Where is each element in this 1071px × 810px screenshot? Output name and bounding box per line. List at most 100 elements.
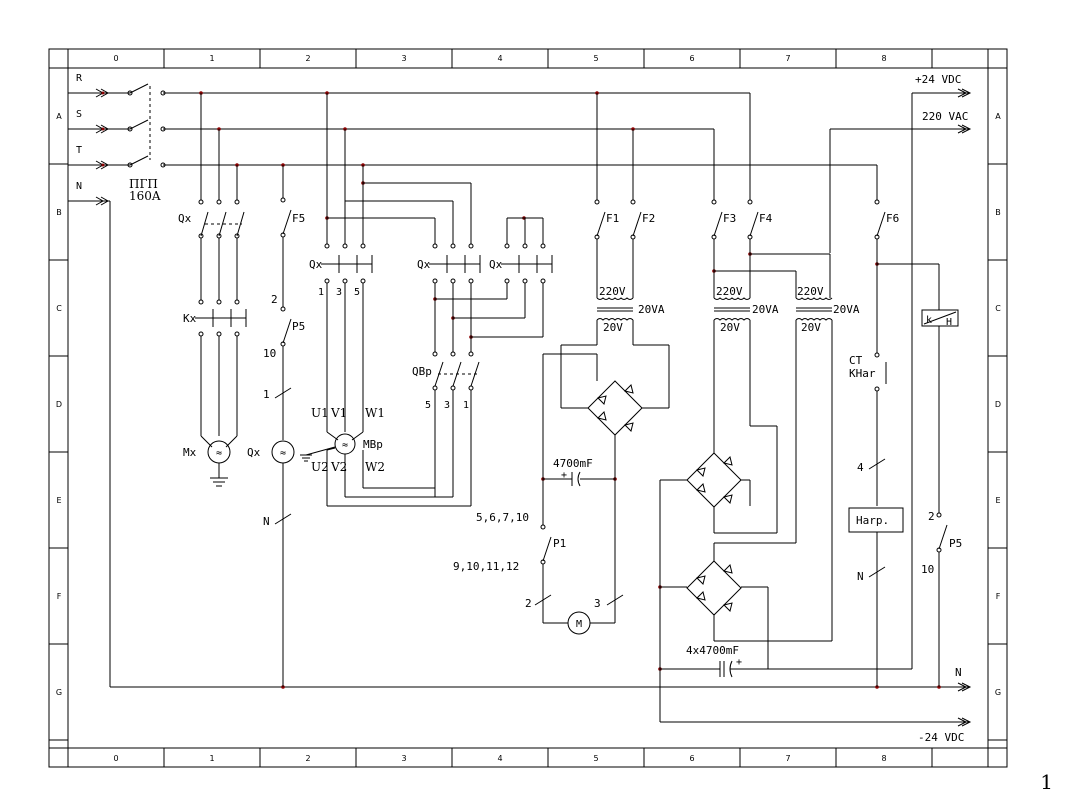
tr3-secondary: 20V — [801, 321, 821, 334]
w2-label: W2 — [365, 460, 385, 474]
f1-label: F1 — [606, 212, 619, 225]
component-labels: R S T N ПГП 160A +24 VDC 220 VAC N -24 V… — [76, 73, 968, 744]
main-switch-label: ПГП — [129, 177, 158, 191]
motor-mbp-circuit: ≈ — [300, 93, 471, 507]
heater-circuit — [848, 165, 959, 687]
motor-qx-circuit: ≈ — [271, 165, 295, 687]
phase-t-label: T — [76, 145, 82, 156]
motor-mx-circuit: ≈ — [195, 93, 247, 487]
f2-label: F2 — [642, 212, 655, 225]
qx-label-4: Qx — [489, 258, 503, 271]
qbp-label: QBp — [412, 365, 432, 378]
qbp-term-5: 5 — [425, 400, 431, 411]
f6-label: F6 — [886, 212, 899, 225]
cap1-plus: + — [561, 470, 567, 481]
drawing-frame — [48, 48, 1008, 768]
cap4-label: 4x4700mF — [686, 644, 739, 657]
ct-label: CT — [849, 354, 863, 367]
p5-label: P5 — [292, 320, 305, 333]
bottom-column-label-5: 5 — [593, 754, 598, 763]
motor-wire-2: 2 — [525, 597, 532, 610]
top-column-label-2: 2 — [305, 54, 310, 63]
qx-label-1: Qx — [178, 212, 192, 225]
tr3-primary: 220V — [797, 285, 824, 298]
term-3: 3 — [336, 287, 342, 298]
tr2-primary: 220V — [716, 285, 743, 298]
bottom-column-label-0: 0 — [113, 754, 118, 763]
bottom-column-label-8: 8 — [881, 754, 886, 763]
qx-label-3: Qx — [417, 258, 431, 271]
p5-bottom-num: 10 — [263, 347, 276, 360]
left-row-label-C: C — [56, 304, 62, 313]
mbp-label: MBp — [363, 438, 383, 451]
phase-r-label: R — [76, 73, 83, 84]
output-220vac: 220 VAC — [922, 110, 968, 123]
v2-label: V2 — [330, 460, 347, 474]
svg-text:≈: ≈ — [342, 440, 348, 451]
u1-label: U1 — [311, 406, 329, 420]
top-column-label-7: 7 — [785, 54, 790, 63]
f5-label: F5 — [292, 212, 305, 225]
kh-k: k — [926, 315, 932, 326]
top-column-label-1: 1 — [209, 54, 214, 63]
p1-bottom-label: 9,10,11,12 — [453, 560, 519, 573]
right-row-label-G: G — [995, 688, 1001, 697]
svg-text:≈: ≈ — [280, 448, 286, 459]
v1-label: V1 — [330, 406, 347, 420]
tr1-power: 20VA — [638, 303, 665, 316]
left-row-label-F: F — [57, 592, 62, 601]
right-row-label-C: C — [995, 304, 1001, 313]
p5b-bottom-num: 10 — [921, 563, 934, 576]
p1-top-label: 5,6,7,10 — [476, 511, 529, 524]
load-label: Harp. — [856, 514, 889, 527]
left-row-label-A: A — [56, 112, 62, 121]
svg-text:≈: ≈ — [216, 448, 222, 459]
kx-label: Kx — [183, 312, 197, 325]
motor-wire-3: 3 — [594, 597, 601, 610]
qx-motor-label: Qx — [247, 446, 261, 459]
right-row-label-A: A — [995, 112, 1001, 121]
wire-1-label: 1 — [263, 388, 270, 401]
output-neutral: N — [955, 666, 962, 679]
main-switch-rating: 160A — [129, 189, 161, 203]
left-row-label-D: D — [56, 400, 62, 409]
w1-label: W1 — [365, 406, 385, 420]
tr3-power: 20VA — [833, 303, 860, 316]
qbp-term-3: 3 — [444, 400, 450, 411]
bottom-column-label-4: 4 — [497, 754, 502, 763]
p5-top-num: 2 — [271, 293, 278, 306]
reversing-switch-circuit — [429, 183, 553, 506]
svg-text:M: M — [576, 619, 582, 630]
left-row-label-B: B — [56, 208, 62, 217]
cap1-label: 4700mF — [553, 457, 593, 470]
right-row-label-E: E — [995, 496, 1000, 505]
wire-4-label: 4 — [857, 461, 864, 474]
tr1-secondary: 20V — [603, 321, 623, 334]
qx-label-2: Qx — [309, 258, 323, 271]
top-column-label-5: 5 — [593, 54, 598, 63]
f4-label: F4 — [759, 212, 773, 225]
cap4-plus: + — [736, 657, 742, 668]
output-minus24: -24 VDC — [918, 731, 964, 744]
dc-24v-supply-circuit — [659, 93, 912, 722]
bottom-column-label-7: 7 — [785, 754, 790, 763]
supply-lines — [68, 83, 972, 727]
p5b-label: P5 — [949, 537, 962, 550]
bottom-column-label-2: 2 — [305, 754, 310, 763]
right-row-label-B: B — [995, 208, 1001, 217]
top-column-label-6: 6 — [689, 54, 694, 63]
mx-label: Mx — [183, 446, 197, 459]
top-column-label-0: 0 — [113, 54, 118, 63]
right-row-label-F: F — [996, 592, 1001, 601]
top-column-label-3: 3 — [401, 54, 406, 63]
qbp-term-1: 1 — [463, 400, 469, 411]
u2-label: U2 — [311, 460, 329, 474]
p1-label: P1 — [553, 537, 566, 550]
tr2-secondary: 20V — [720, 321, 740, 334]
phase-n-label: N — [76, 181, 82, 192]
top-column-label-4: 4 — [497, 54, 502, 63]
kh-h: H — [946, 317, 952, 328]
